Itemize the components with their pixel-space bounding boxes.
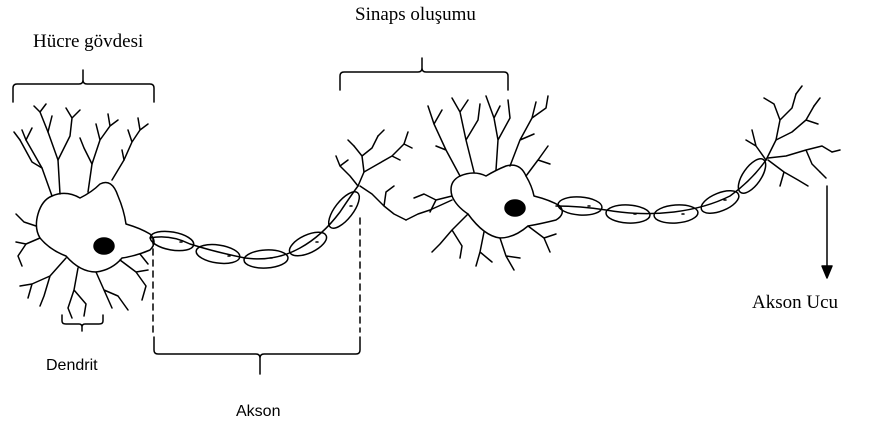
axon-2 [556,154,771,224]
myelin-sheaths-2 [557,154,770,224]
synapse-bracket [340,58,508,90]
neuron-1-cell-body [36,183,154,273]
axon-2-terminal [746,86,840,186]
axon-1 [149,186,365,269]
neuron-2-dendrites [406,96,556,270]
axon-bracket [154,337,360,374]
axon-label: Akson [236,404,280,420]
cell-body-label: Hücre gövdesi [33,32,143,51]
neuron-2-cell-body [451,165,562,238]
myelin-sheaths-1 [149,187,365,269]
dendrite-bracket [62,315,103,331]
synapse-label: Sinaps oluşumu [355,5,476,24]
neuron-2-nucleus [505,200,525,216]
neuron-1-dendrites [14,104,148,318]
axon-terminal-label: Akson Ucu [752,293,838,312]
axon-1-terminal [336,130,412,220]
cell-body-bracket [13,70,154,102]
neuron-1-nucleus [94,238,114,254]
dendrite-label: Dendrit [46,358,98,374]
axon-terminal-arrow [822,186,832,278]
